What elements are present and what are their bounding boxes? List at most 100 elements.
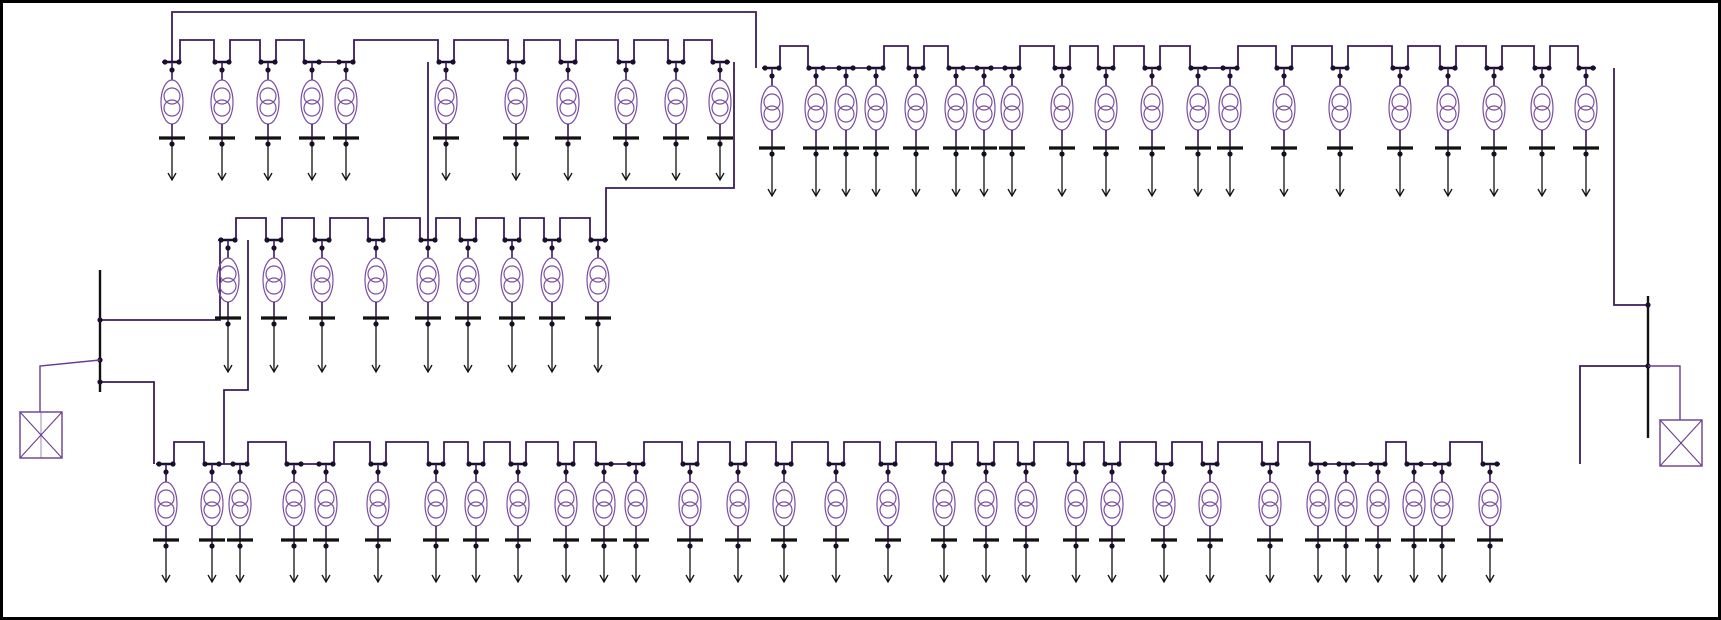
- load-arrow-icon: [373, 540, 383, 584]
- load-arrow-icon: [263, 138, 273, 182]
- node-dot: [458, 237, 464, 243]
- node-dot: [820, 65, 826, 71]
- load-arrow-icon: [685, 540, 695, 584]
- node-dot: [440, 461, 446, 467]
- load-arrow-icon: [1485, 540, 1495, 584]
- node-dot: [1480, 461, 1486, 467]
- node-dot: [588, 237, 594, 243]
- load-arrow-icon: [1341, 540, 1351, 584]
- node-dot: [343, 67, 349, 73]
- node-dot: [960, 65, 966, 71]
- node-dot: [163, 469, 169, 475]
- load-arrow-icon: [1071, 540, 1081, 584]
- transformer-icon: [506, 481, 530, 527]
- node-dot: [258, 59, 264, 65]
- transformer-unit: [1063, 461, 1089, 584]
- transformer-unit: [1401, 461, 1427, 584]
- transformer-unit: [803, 65, 829, 198]
- load-arrow-icon: [507, 318, 517, 374]
- node-dot: [1368, 461, 1374, 467]
- transformer-unit: [1197, 461, 1223, 584]
- node-dot: [1116, 461, 1122, 467]
- substation-right: [1645, 296, 1703, 467]
- tie-line-right-bottom: [1579, 365, 1648, 464]
- node-dot: [1487, 469, 1493, 475]
- load-arrow-icon: [733, 540, 743, 584]
- transformer-icon: [972, 85, 996, 131]
- load-arrow-icon: [841, 148, 851, 198]
- transformer-icon: [1064, 481, 1088, 527]
- transformer-unit: [1529, 65, 1555, 198]
- node-dot: [1016, 65, 1022, 71]
- transformer-unit: [209, 59, 235, 182]
- node-dot: [368, 461, 374, 467]
- load-arrow-icon: [423, 318, 433, 374]
- node-dot: [170, 461, 176, 467]
- node-dot: [466, 461, 472, 467]
- node-dot: [983, 469, 989, 475]
- transformer-unit: [553, 461, 579, 584]
- transformer-unit: [823, 461, 849, 584]
- transformer-unit: [313, 461, 339, 584]
- transformer-unit: [555, 59, 581, 182]
- transformer-unit: [415, 237, 441, 374]
- node-dot: [426, 461, 432, 467]
- transformer-icon: [464, 481, 488, 527]
- transformer-unit: [931, 461, 957, 584]
- node-dot: [450, 59, 456, 65]
- feeder-bus: [218, 217, 608, 241]
- node-dot: [633, 469, 639, 475]
- node-dot: [595, 245, 601, 251]
- transformer-unit: [759, 65, 785, 198]
- transformer-unit: [623, 461, 649, 584]
- transformer-icon: [504, 79, 528, 125]
- node-dot: [774, 461, 780, 467]
- load-arrow-icon: [1107, 540, 1117, 584]
- node-dot: [626, 461, 632, 467]
- transformer-icon: [586, 257, 610, 303]
- node-dot: [542, 237, 548, 243]
- load-arrow-icon: [767, 148, 777, 198]
- node-dot: [522, 461, 528, 467]
- transformer-unit: [365, 461, 391, 584]
- node-dot: [843, 73, 849, 79]
- load-arrow-icon: [1537, 148, 1547, 198]
- transformer-unit: [1305, 461, 1331, 584]
- transformer-icon: [556, 79, 580, 125]
- node-dot: [594, 461, 600, 467]
- load-arrow-icon: [811, 148, 821, 198]
- node-dot: [788, 461, 794, 467]
- transformer-icon: [364, 257, 388, 303]
- transformer-icon: [554, 481, 578, 527]
- node-dot: [1382, 461, 1388, 467]
- load-arrow-icon: [167, 138, 177, 182]
- node-dot: [156, 461, 162, 467]
- load-arrow-icon: [561, 540, 571, 584]
- transformer-unit: [903, 65, 929, 198]
- node-dot: [878, 461, 884, 467]
- transformer-unit: [1013, 461, 1039, 584]
- node-dot: [1337, 73, 1343, 79]
- node-dot: [976, 461, 982, 467]
- node-dot: [1023, 469, 1029, 475]
- transformer-icon: [1482, 85, 1506, 131]
- transformer-icon: [824, 481, 848, 527]
- node-dot: [1110, 65, 1116, 71]
- load-arrow-icon: [317, 318, 327, 374]
- transformer-unit: [1271, 65, 1297, 198]
- transformer-icon: [1258, 481, 1282, 527]
- transformer-unit: [1333, 461, 1359, 584]
- transformer-unit: [299, 59, 325, 182]
- load-arrow-icon: [463, 318, 473, 374]
- transformer-icon: [416, 257, 440, 303]
- node-dot: [264, 237, 270, 243]
- sources: [19, 270, 1703, 467]
- load-arrow-icon: [911, 148, 921, 198]
- transformer-icon: [1094, 85, 1118, 131]
- node-dot: [162, 59, 168, 65]
- load-arrow-icon: [951, 148, 961, 198]
- node-dot: [1168, 461, 1174, 467]
- load-arrow-icon: [671, 138, 681, 182]
- node-dot: [1539, 73, 1545, 79]
- node-dot: [1149, 73, 1155, 79]
